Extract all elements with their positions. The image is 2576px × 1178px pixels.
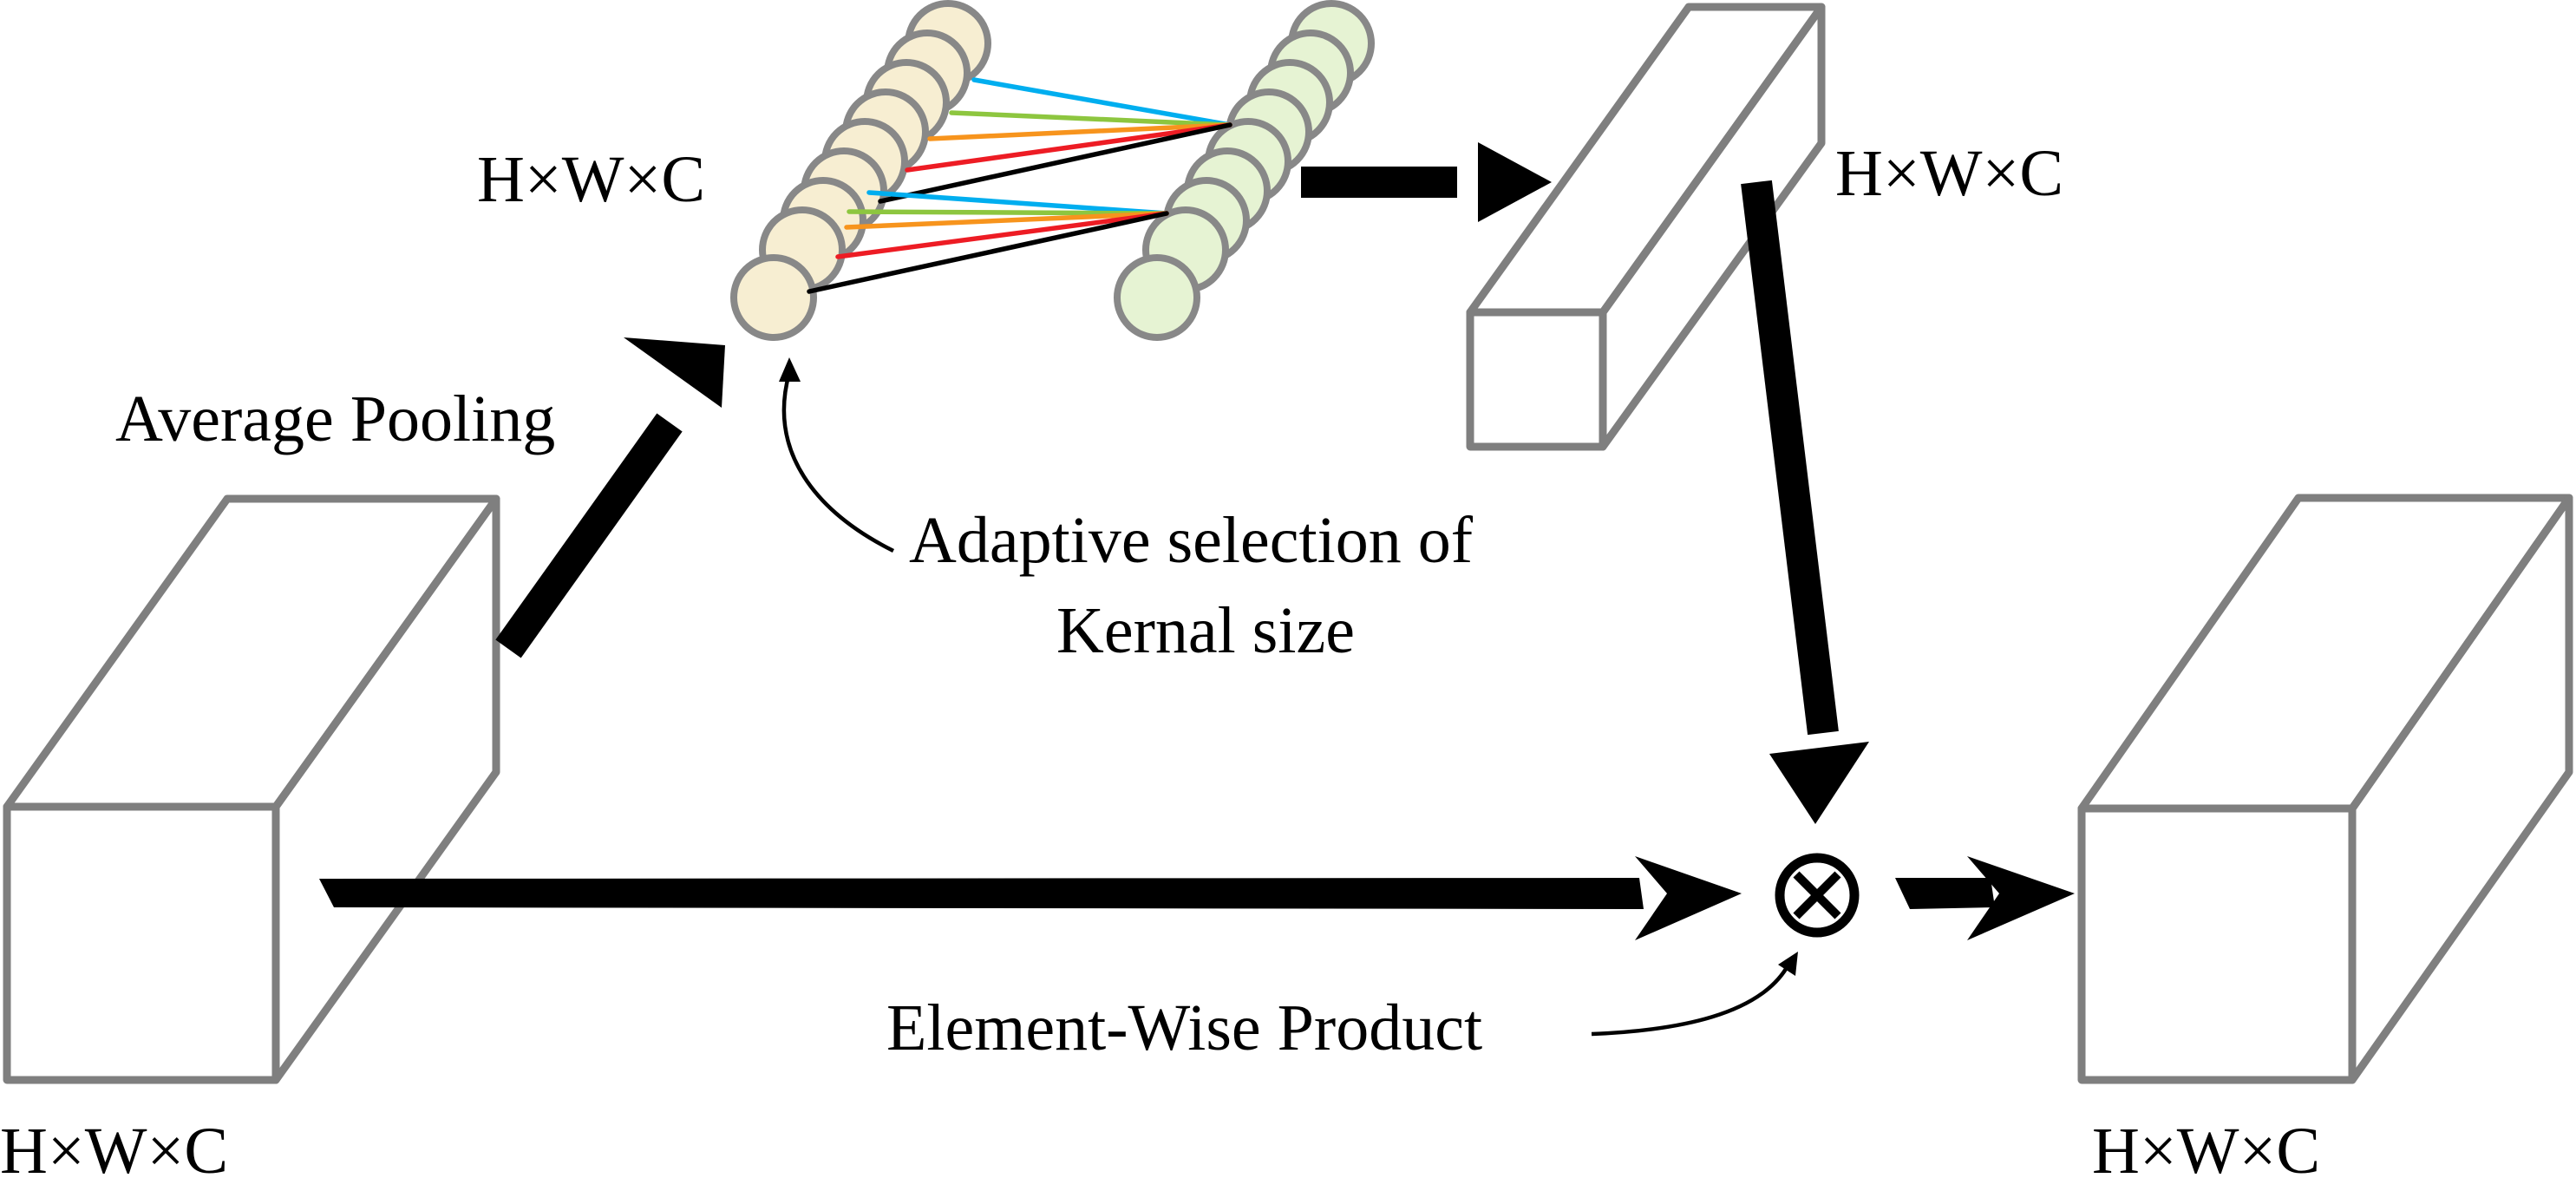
- connection-line: [844, 211, 1169, 230]
- attention-weights-block: [1466, 3, 1826, 451]
- pooling-arrow: [495, 337, 725, 658]
- product-to-output-arrow: [1895, 856, 2075, 940]
- output-feature-block: [2077, 494, 2573, 1084]
- average-pooling-label: Average Pooling: [115, 383, 555, 455]
- pooled-dims-label: H×W×C: [477, 143, 705, 216]
- neuron: [1114, 254, 1200, 341]
- connection-line: [807, 211, 1169, 294]
- element-wise-label: Element-Wise Product: [886, 991, 1482, 1064]
- connection-line: [835, 211, 1169, 259]
- adaptive-kernel-label-line1: Adaptive selection of: [909, 504, 1474, 577]
- input-feature-block: [3, 494, 500, 1084]
- conv-neuron-column: [1114, 0, 1375, 341]
- conv-output-arrow: [1301, 142, 1552, 222]
- conv-connections: [807, 77, 1232, 294]
- skip-connection-arrow: [319, 856, 1742, 940]
- connection-line: [866, 190, 1169, 216]
- connection-line: [927, 122, 1232, 141]
- pooled-neuron-column: [730, 0, 991, 341]
- connection-line: [905, 122, 1232, 173]
- output-dims-label: H×W×C: [2092, 1115, 2320, 1178]
- weights-dims-label: H×W×C: [1835, 137, 2063, 210]
- adaptive-kernel-label-line2: Kernal size: [1056, 594, 1355, 667]
- product-annotation-arrow: [1591, 952, 1798, 1037]
- adaptive-annotation-arrow: [779, 357, 895, 553]
- connection-line: [971, 77, 1232, 128]
- connection-line: [847, 209, 1169, 216]
- circled-times-icon: [1775, 853, 1860, 938]
- connection-line: [878, 122, 1232, 204]
- weights-to-product-arrow: [1741, 180, 1869, 824]
- input-dims-label: H×W×C: [0, 1115, 228, 1178]
- connection-line: [949, 110, 1232, 128]
- neuron: [730, 254, 817, 341]
